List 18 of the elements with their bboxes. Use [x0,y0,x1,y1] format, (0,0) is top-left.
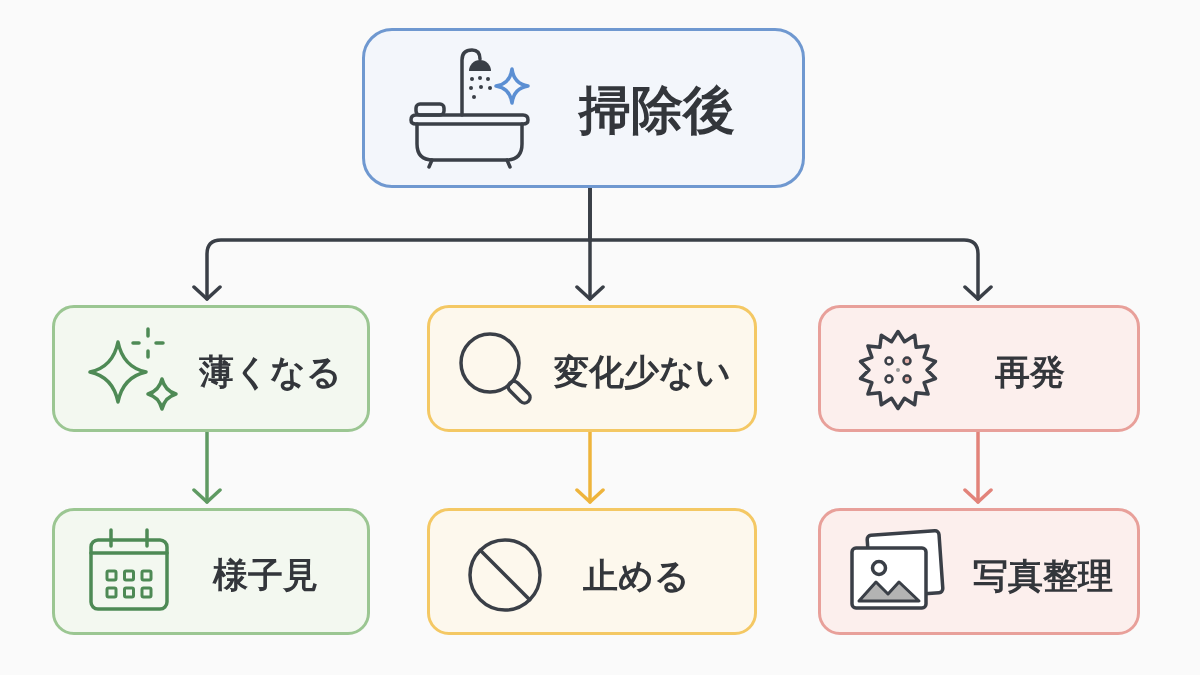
process-box [362,28,805,188]
box-label: 再発 [995,351,1065,393]
process-box [818,508,1140,635]
box-label: 写真整理 [973,555,1113,597]
process-box [427,305,757,432]
process-box [52,305,370,432]
process-box [52,508,370,635]
process-box [427,508,757,635]
arrow [575,430,605,504]
box-label: 止める [582,555,690,597]
box-label: 変化少ない [553,351,731,393]
arrow [192,430,222,504]
arrow [963,430,993,504]
box-label: 様子見 [212,554,318,596]
box-label: 薄くなる [198,351,342,393]
process-box [818,305,1140,432]
box-label: 掃除後 [579,78,735,142]
arrow [588,186,993,301]
